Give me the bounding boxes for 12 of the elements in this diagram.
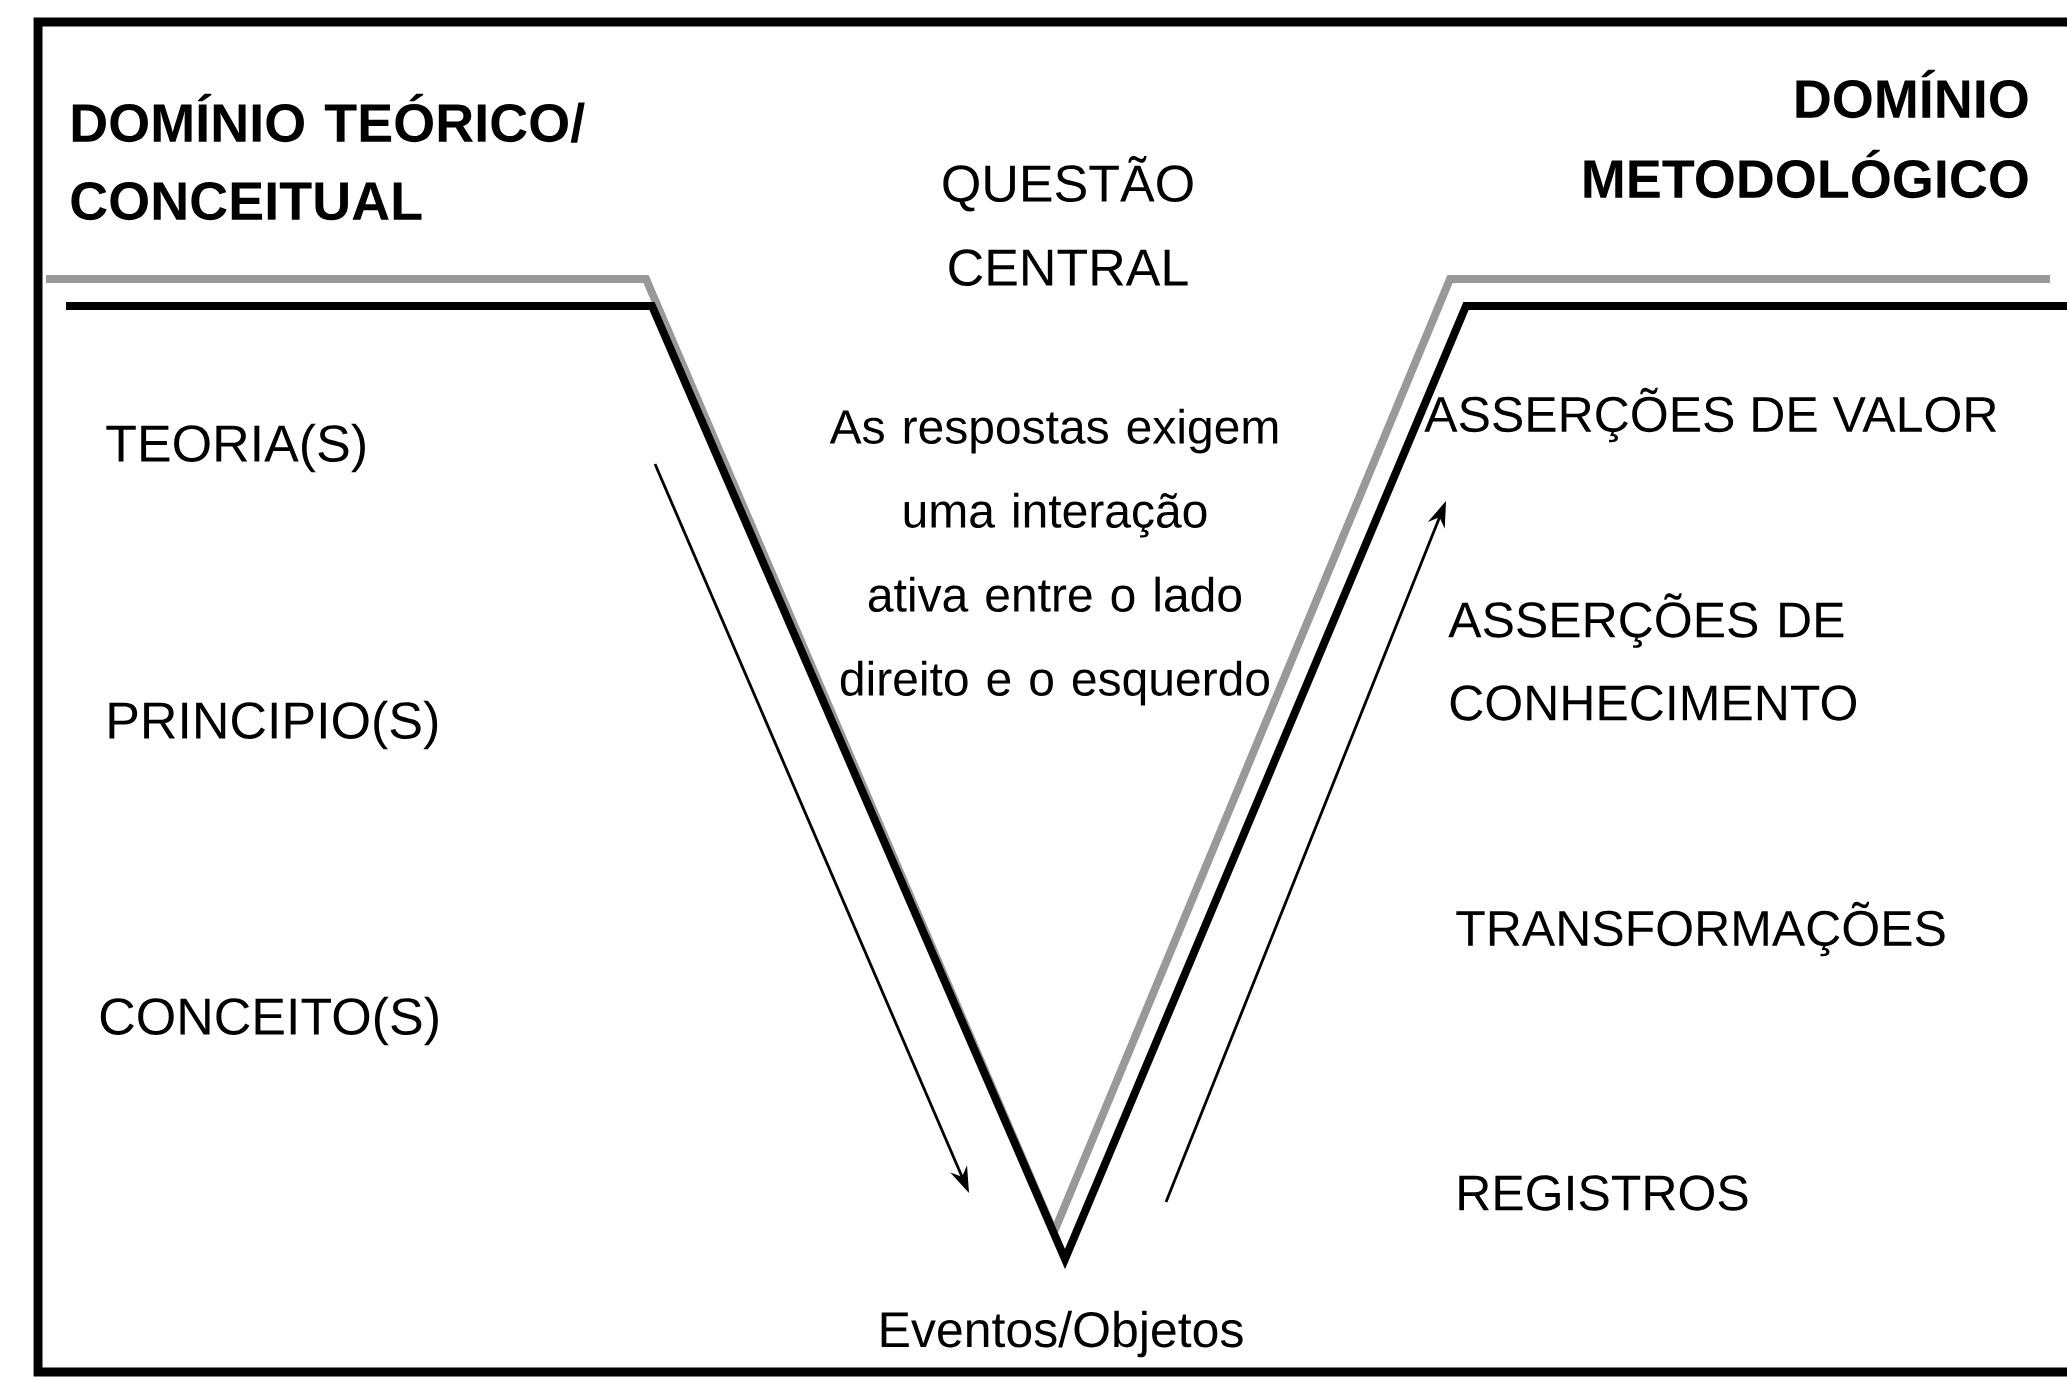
label: CONCEITO(S) [100, 996, 438, 1046]
domain-heading: DOMÍNIO METODOLÓGICO [1584, 69, 2028, 199]
label: PRINCIPIO(S) [109, 700, 438, 750]
label: REGISTROS [1459, 1175, 1748, 1211]
question-label: QUESTÃO CENTRAL [943, 155, 1193, 287]
label: ASSERÇÕES DE VALOR [1424, 387, 1997, 443]
label: Eventos/Objetos [881, 1310, 1243, 1358]
label: TRANSFORMAÇÕES [1456, 901, 1945, 957]
domain-heading: DOMÍNIO TEÓRICO/ CONCEITUAL [71, 93, 585, 221]
label: ASSERÇÕES DE CONHECIMENTO [1448, 593, 1856, 721]
label: TEORIA(S) [106, 423, 365, 473]
note-text: As respostas exigem uma interação ativa entre o lado direito e o esquerdo [829, 408, 1278, 706]
